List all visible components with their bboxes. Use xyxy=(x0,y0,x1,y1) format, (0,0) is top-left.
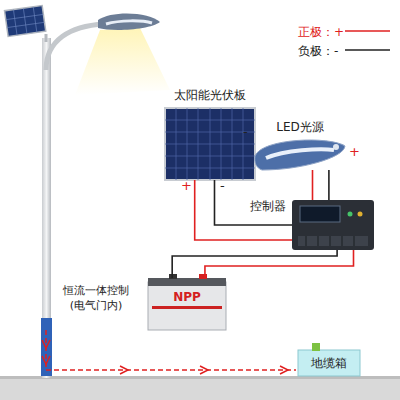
node-title: 太阳能光伏板 xyxy=(174,87,246,104)
polarity-sign: + xyxy=(349,144,360,159)
legend-line xyxy=(345,49,390,51)
panel-mount xyxy=(45,34,48,42)
solar-panel xyxy=(165,108,255,180)
cable-arrows xyxy=(42,340,288,374)
cable-box-node: 地缆箱 xyxy=(298,350,360,376)
cable-route xyxy=(46,330,296,370)
top-solar-panel xyxy=(5,5,46,36)
cable-box-part xyxy=(312,343,320,351)
solar-panel-node: 太阳能光伏板 xyxy=(165,108,255,180)
polarity-sign: - xyxy=(220,178,225,193)
wire-pair xyxy=(172,250,353,278)
battery xyxy=(148,274,226,330)
lamp-head xyxy=(98,13,160,30)
lamp-lens xyxy=(106,21,152,24)
polarity-sign: + xyxy=(181,178,192,193)
controller-node: 控制器 xyxy=(292,200,374,250)
lamp-arm xyxy=(46,24,104,70)
lamp-pole xyxy=(42,38,51,378)
legend-text: 正极：+ xyxy=(298,24,344,41)
led-lamp-node: LED光源 xyxy=(255,140,345,170)
wire-pair xyxy=(195,180,292,240)
legend-text: 负极：- xyxy=(298,43,338,60)
node-title: 控制器 xyxy=(250,198,286,215)
cable-box xyxy=(298,350,360,376)
light-beam xyxy=(75,28,170,95)
controller-device xyxy=(292,200,374,250)
wire-pair xyxy=(313,170,329,200)
node-title: 地缆箱 xyxy=(311,355,347,372)
led-lamp xyxy=(255,140,345,170)
node-title: LED光源 xyxy=(276,119,324,136)
node-title: NPP xyxy=(173,290,201,304)
polarity-sign: - xyxy=(243,124,248,139)
note-label: 恒流一体控制 (电气门内) xyxy=(56,284,136,314)
battery-node: NPP xyxy=(148,278,226,330)
ground xyxy=(0,378,400,400)
legend-line xyxy=(345,30,390,32)
